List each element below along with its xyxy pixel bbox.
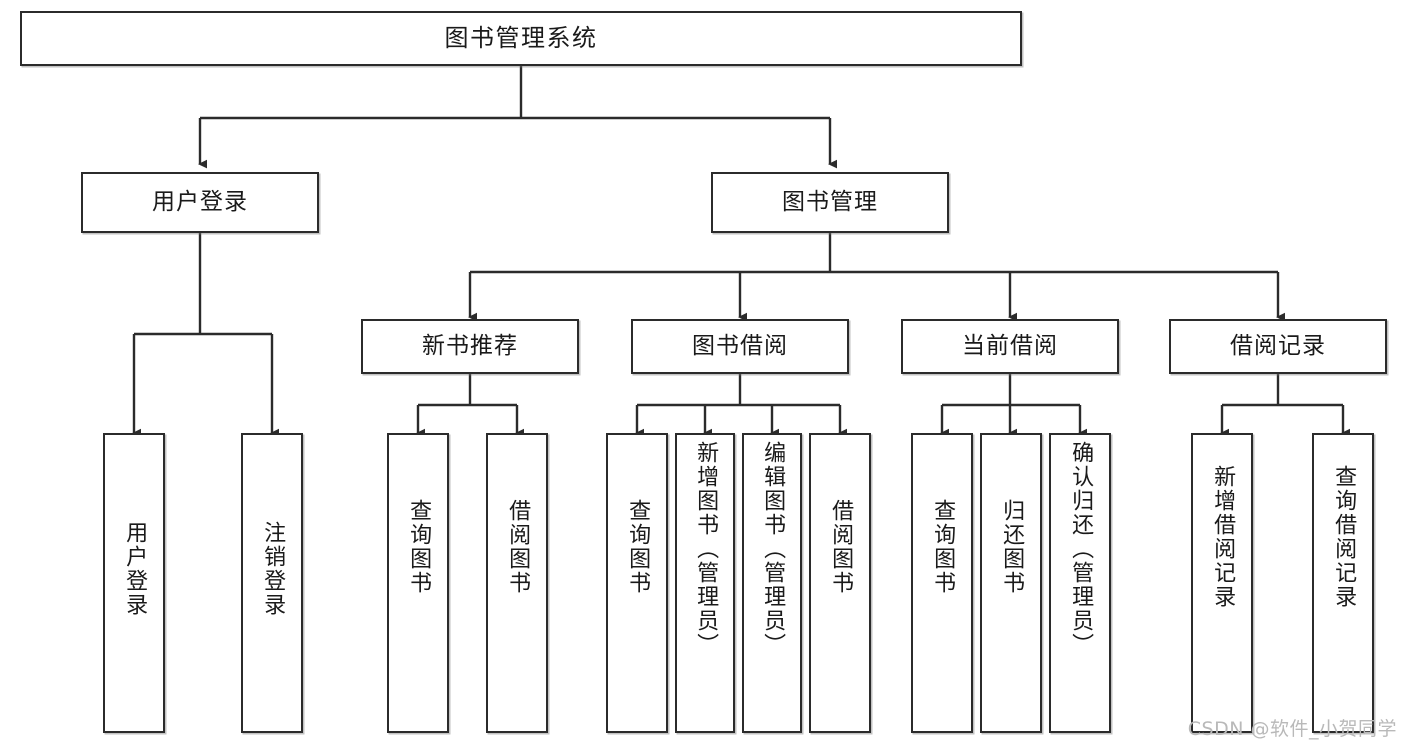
node-current-borrow[interactable]: 当前借阅 bbox=[901, 319, 1119, 374]
leaf-user-login[interactable]: 用户登录 bbox=[103, 433, 165, 733]
node-label: 借阅图书 bbox=[505, 499, 531, 595]
node-label: 查询借阅记录 bbox=[1331, 465, 1357, 609]
node-label: 新书推荐 bbox=[422, 332, 518, 359]
node-label: 编辑图书（管理员） bbox=[760, 441, 786, 657]
leaf-add-book-admin[interactable]: 新增图书（管理员） bbox=[675, 433, 735, 733]
leaf-logout[interactable]: 注销登录 bbox=[241, 433, 303, 733]
leaf-add-borrow-record[interactable]: 新增借阅记录 bbox=[1191, 433, 1253, 733]
leaf-query-book-current[interactable]: 查询图书 bbox=[911, 433, 973, 733]
node-label: 当前借阅 bbox=[962, 332, 1058, 359]
leaf-confirm-return-admin[interactable]: 确认归还（管理员） bbox=[1049, 433, 1111, 733]
leaf-query-book-borrow[interactable]: 查询图书 bbox=[606, 433, 668, 733]
node-label: 借阅图书 bbox=[828, 499, 854, 595]
node-user-login[interactable]: 用户登录 bbox=[81, 172, 319, 233]
node-label: 注销登录 bbox=[260, 521, 286, 617]
node-label: 图书借阅 bbox=[692, 332, 788, 359]
leaf-borrow-book-new[interactable]: 借阅图书 bbox=[486, 433, 548, 733]
node-root-library-system[interactable]: 图书管理系统 bbox=[20, 11, 1022, 66]
leaf-borrow-book[interactable]: 借阅图书 bbox=[809, 433, 871, 733]
node-label: 新增图书（管理员） bbox=[693, 441, 719, 657]
node-label: 查询图书 bbox=[625, 499, 651, 595]
csdn-watermark: CSDN @软件_小贺同学 bbox=[1187, 718, 1397, 740]
leaf-edit-book-admin[interactable]: 编辑图书（管理员） bbox=[742, 433, 802, 733]
node-label: 查询图书 bbox=[930, 499, 956, 595]
leaf-query-borrow-record[interactable]: 查询借阅记录 bbox=[1312, 433, 1374, 733]
leaf-return-book[interactable]: 归还图书 bbox=[980, 433, 1042, 733]
leaf-query-book-new[interactable]: 查询图书 bbox=[387, 433, 449, 733]
node-label: 用户登录 bbox=[152, 188, 248, 215]
node-label: 新增借阅记录 bbox=[1210, 465, 1236, 609]
node-label: 归还图书 bbox=[999, 499, 1025, 595]
node-book-management[interactable]: 图书管理 bbox=[711, 172, 949, 233]
node-new-book-recommend[interactable]: 新书推荐 bbox=[361, 319, 579, 374]
node-label: 确认归还（管理员） bbox=[1068, 441, 1094, 657]
node-borrow-record[interactable]: 借阅记录 bbox=[1169, 319, 1387, 374]
node-label: 图书管理 bbox=[782, 188, 878, 215]
node-label: 用户登录 bbox=[122, 521, 148, 617]
node-label: 借阅记录 bbox=[1230, 332, 1326, 359]
node-book-borrow[interactable]: 图书借阅 bbox=[631, 319, 849, 374]
node-label: 图书管理系统 bbox=[444, 24, 598, 53]
node-label: 查询图书 bbox=[406, 499, 432, 595]
